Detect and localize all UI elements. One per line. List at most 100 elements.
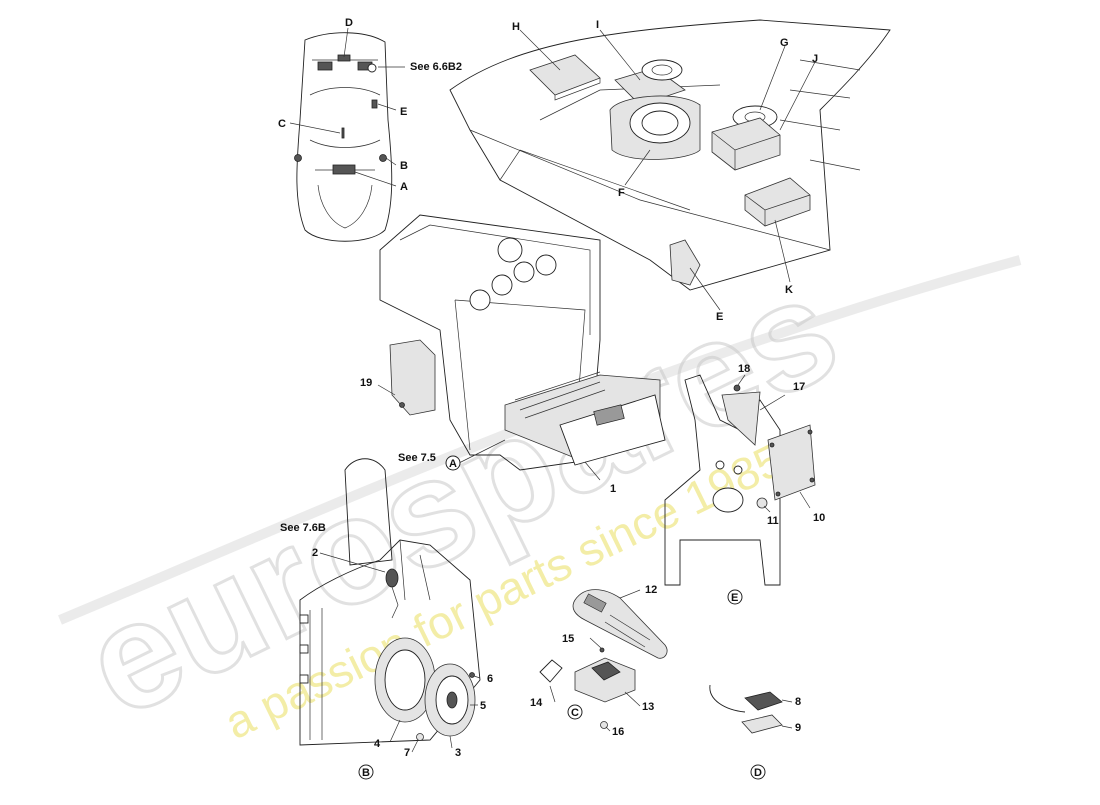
module-10-screw-4 bbox=[809, 477, 815, 483]
screw-15 bbox=[599, 647, 605, 653]
car-speaker-b-left bbox=[294, 154, 302, 162]
callout-d-label: D bbox=[345, 17, 353, 29]
shelf-leader-lines bbox=[519, 29, 816, 311]
reference-see-66b2: See 6.6B2 bbox=[410, 61, 462, 73]
car-leader-lines bbox=[289, 27, 405, 187]
radio-1-faceplate bbox=[559, 394, 666, 466]
console-clock bbox=[497, 237, 523, 263]
module-k bbox=[744, 177, 811, 227]
view-c-label: C bbox=[571, 707, 579, 719]
bracket-19-screw bbox=[399, 402, 405, 408]
tweeter-2 bbox=[385, 568, 399, 588]
antenna-8 bbox=[744, 691, 783, 711]
console-gauge-4 bbox=[535, 254, 557, 276]
module-10-screw-3 bbox=[775, 491, 781, 497]
door-speaker-assembly: See 7.6B 2 6 5 3 4 7 B bbox=[280, 458, 493, 780]
callout-k-label: K bbox=[785, 284, 793, 296]
callout-h-label: H bbox=[512, 21, 520, 33]
reference-see-76b: See 7.6B bbox=[280, 522, 326, 534]
watermark-swoosh bbox=[58, 255, 1022, 625]
callout-f-label: F bbox=[618, 187, 625, 199]
part-3-label: 3 bbox=[455, 747, 461, 759]
bracket-19 bbox=[389, 339, 436, 416]
speaker-i-top bbox=[641, 59, 683, 81]
part-7-label: 7 bbox=[404, 747, 410, 759]
callout-i-label: I bbox=[596, 19, 599, 31]
door-hole-2 bbox=[299, 644, 309, 654]
door-leader-lines bbox=[319, 552, 481, 753]
view-b-marker bbox=[358, 764, 374, 780]
car-marker-mirror bbox=[367, 63, 377, 73]
part-17-label: 17 bbox=[793, 381, 805, 393]
speaker-5-dome bbox=[446, 691, 458, 709]
car-marker-c bbox=[341, 127, 345, 139]
amplifier-j-edges bbox=[711, 131, 781, 170]
subwoofer-f-cone bbox=[641, 110, 679, 136]
console-leader-lines bbox=[454, 439, 601, 481]
seat-headrest bbox=[344, 458, 393, 566]
phone-handset-assembly: 12 15 13 14 16 C bbox=[530, 584, 668, 738]
leader-19 bbox=[377, 384, 396, 396]
panel-e-hole-small-2 bbox=[733, 465, 743, 475]
screw-18 bbox=[733, 384, 741, 392]
car-speaker-b-right bbox=[379, 154, 387, 162]
callout-e-label-shelf: E bbox=[716, 311, 723, 323]
car-top-view: D C B A E See 6.6B2 bbox=[278, 17, 462, 242]
nut-11 bbox=[756, 497, 768, 509]
screw-6 bbox=[469, 672, 475, 678]
callout-c-label: C bbox=[278, 118, 286, 130]
panel-e-outline bbox=[664, 374, 781, 586]
view-e-leader-lines bbox=[737, 374, 811, 513]
radio-1-display bbox=[593, 404, 625, 426]
callout-a-label: A bbox=[400, 181, 408, 193]
module-h bbox=[529, 54, 601, 96]
antenna-cable bbox=[709, 684, 746, 713]
panel-e-hole-small-1 bbox=[715, 460, 725, 470]
reference-see-75: See 7.5 bbox=[398, 452, 436, 464]
view-a-label: A bbox=[449, 458, 457, 470]
part-10-label: 10 bbox=[813, 512, 825, 524]
part-15-label: 15 bbox=[562, 633, 574, 645]
phone-leader-lines bbox=[549, 589, 641, 732]
rear-parcel-shelf: H I G J F K E bbox=[449, 19, 891, 323]
car-head-unit-a bbox=[332, 164, 356, 175]
view-e-assembly: 18 17 10 11 E bbox=[664, 363, 825, 605]
view-e-label: E bbox=[731, 592, 738, 604]
car-bonnet-lines bbox=[317, 184, 373, 229]
module-10-screw-2 bbox=[807, 429, 813, 435]
part-13-label: 13 bbox=[642, 701, 654, 713]
callout-j-label: J bbox=[812, 53, 818, 65]
console-gauge-2 bbox=[491, 274, 513, 296]
view-b-label: B bbox=[362, 767, 370, 779]
car-module-e bbox=[371, 99, 378, 109]
handset-12-display bbox=[583, 593, 607, 613]
part-18-label: 18 bbox=[738, 363, 750, 375]
part-19-label: 19 bbox=[360, 377, 372, 389]
part-12-label: 12 bbox=[645, 584, 657, 596]
part-2-label: 2 bbox=[312, 547, 318, 559]
nut-16 bbox=[600, 721, 608, 729]
antenna-leader-lines bbox=[781, 699, 793, 729]
view-d-label: D bbox=[754, 767, 762, 779]
subwoofer-f-ring bbox=[629, 102, 691, 144]
module-h-side bbox=[554, 78, 601, 101]
callout-g-label: G bbox=[780, 37, 789, 49]
bracket-17 bbox=[721, 391, 761, 446]
part-11-label: 11 bbox=[767, 515, 779, 527]
part-4-label: 4 bbox=[374, 738, 381, 750]
radio-1-vents bbox=[514, 371, 606, 419]
callout-b-label: B bbox=[400, 160, 408, 172]
part-6-label: 6 bbox=[487, 673, 493, 685]
console-gauge-1 bbox=[469, 289, 491, 311]
part-9-label: 9 bbox=[795, 722, 801, 734]
amplifier-j bbox=[711, 117, 781, 171]
panel-e-hole bbox=[712, 487, 744, 513]
handset-12-keys bbox=[604, 614, 651, 648]
watermark: eurospares a passion for parts since 198… bbox=[58, 242, 1022, 750]
module-e-bracket bbox=[669, 239, 701, 286]
antenna-assembly: 8 9 D bbox=[709, 684, 801, 780]
module-k-edges bbox=[744, 194, 811, 226]
speaker-adaptor-4-inner bbox=[384, 649, 426, 711]
